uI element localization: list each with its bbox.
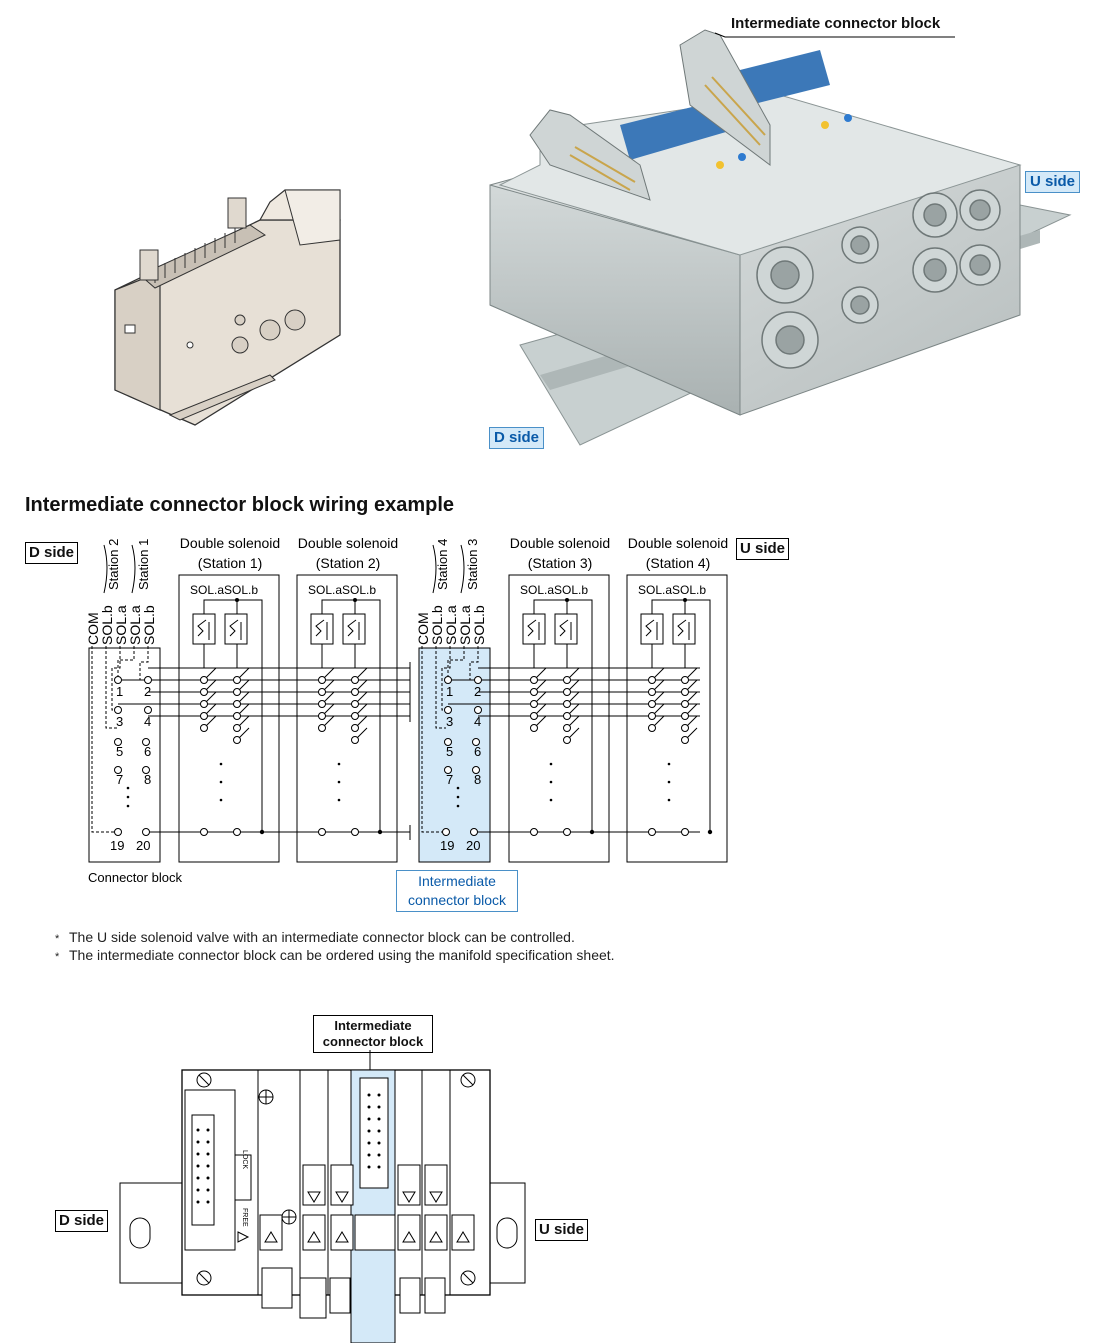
s2-sola: SOL.a (308, 583, 342, 597)
pin-solb-mid-2: SOL.b (471, 605, 487, 645)
s2-solb: SOL.b (342, 583, 376, 597)
bottom-d-side: D side (55, 1210, 109, 1232)
pin-sola-mid-2: SOL.a (457, 605, 473, 645)
wiring-intermediate-line1: Intermediate (418, 873, 496, 889)
manifold-illustration (489, 29, 1072, 446)
note-1-text: The U side solenoid valve with an interm… (69, 929, 575, 945)
pin-solb-left-1: SOL.b (99, 605, 115, 645)
term-20-mid: 20 (466, 838, 480, 853)
intermediate-connector-label: Intermediate connector block (731, 15, 941, 32)
term-5-mid: 5 (446, 744, 453, 759)
term-3-left: 3 (116, 714, 123, 729)
pin-com-left: COM (85, 612, 101, 645)
station1-sub: (Station 1) (198, 555, 263, 571)
term-1-left: 1 (116, 684, 123, 699)
station2-sub: (Station 2) (316, 555, 381, 571)
wiring-d-side: D side (25, 542, 79, 564)
d-side-tag: D side (489, 427, 545, 449)
u-side-tag: U side (1025, 171, 1081, 193)
bottom-intermediate-line1: Intermediate (334, 1018, 412, 1033)
pin-sola-mid-1: SOL.a (443, 605, 459, 645)
top-view-diagram: LOCK FREE (119, 1050, 526, 1343)
station-1-label: Station 1 (136, 539, 151, 590)
station3-sub: (Station 3) (528, 555, 593, 571)
term-7-mid: 7 (446, 772, 453, 787)
wiring-title: Intermediate connector block wiring exam… (25, 494, 455, 516)
term-1-mid: 1 (446, 684, 453, 699)
term-2-mid: 2 (474, 684, 481, 699)
bottom-intermediate-line2: connector block (322, 1034, 424, 1049)
pin-solb-mid-1: SOL.b (429, 605, 445, 645)
bottom-intermediate-callout: Intermediate connector block (313, 1015, 433, 1053)
term-19-mid: 19 (440, 838, 454, 853)
connector-block-illustration (114, 189, 341, 426)
pin-sola-left-1: SOL.a (113, 605, 129, 645)
s1-sola: SOL.a (190, 583, 224, 597)
station-3-label: Station 3 (465, 539, 480, 590)
term-4-mid: 4 (474, 714, 481, 729)
term-3-mid: 3 (446, 714, 453, 729)
station4-heading: Double solenoid (628, 535, 728, 551)
s1-solb: SOL.b (224, 583, 258, 597)
term-20-left: 20 (136, 838, 150, 853)
pin-sola-left-2: SOL.a (127, 605, 143, 645)
bottom-u-side: U side (535, 1219, 589, 1241)
s4-solb: SOL.b (672, 583, 706, 597)
wiring-intermediate-callout: Intermediate connector block (396, 870, 518, 912)
term-8-left: 8 (144, 772, 151, 787)
pin-solb-left-2: SOL.b (141, 605, 157, 645)
pin-com-mid: COM (415, 612, 431, 645)
wiring-intermediate-line2: connector block (407, 892, 507, 908)
s4-sola: SOL.a (638, 583, 672, 597)
station2-heading: Double solenoid (298, 535, 398, 551)
station-4-label: Station 4 (435, 539, 450, 590)
term-7-left: 7 (116, 772, 123, 787)
station4-sub: (Station 4) (646, 555, 711, 571)
station-2-label: Station 2 (106, 539, 121, 590)
term-19-left: 19 (110, 838, 124, 853)
note-2-text: The intermediate connector block can be … (69, 947, 615, 963)
note-1-mark: * (55, 933, 60, 945)
station1-heading: Double solenoid (180, 535, 280, 551)
lock-label: LOCK (241, 1150, 248, 1169)
term-2-left: 2 (144, 684, 151, 699)
note-2: * The intermediate connector block can be… (55, 947, 615, 963)
note-1: * The U side solenoid valve with an inter… (55, 929, 575, 945)
term-5-left: 5 (116, 744, 123, 759)
term-4-left: 4 (144, 714, 151, 729)
note-2-mark: * (55, 951, 60, 963)
wiring-diagram: Station 2 Station 1 Station 4 Station 3 … (85, 535, 728, 885)
term-8-mid: 8 (474, 772, 481, 787)
connector-block-caption: Connector block (88, 870, 182, 885)
station3-heading: Double solenoid (510, 535, 610, 551)
term-6-left: 6 (144, 744, 151, 759)
s3-sola: SOL.a (520, 583, 554, 597)
free-label: FREE (241, 1208, 248, 1227)
wiring-u-side: U side (736, 538, 790, 560)
s3-solb: SOL.b (554, 583, 588, 597)
term-6-mid: 6 (474, 744, 481, 759)
